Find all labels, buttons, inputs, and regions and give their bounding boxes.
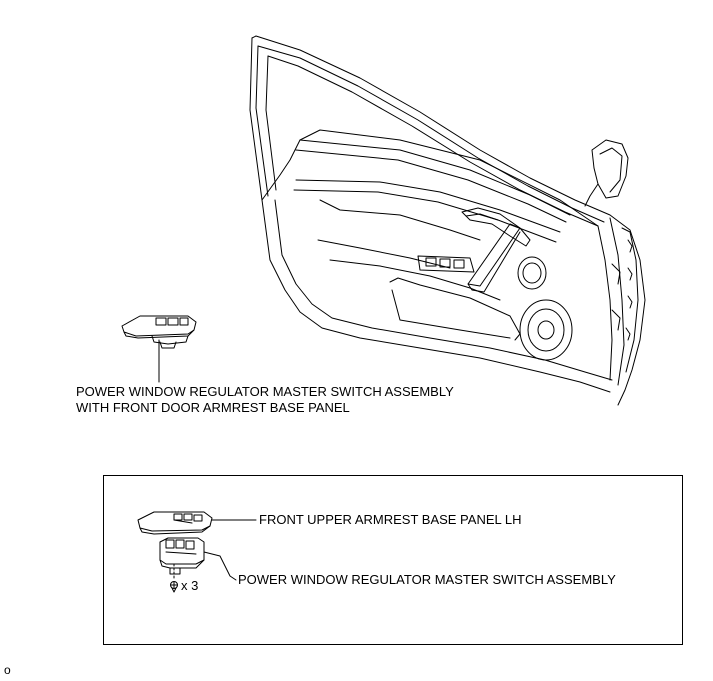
- door-edge-trim: [611, 227, 639, 373]
- screw-quantity-label: x 3: [181, 578, 199, 593]
- screw-icon: [170, 581, 178, 593]
- master-switch-label: POWER WINDOW REGULATOR MASTER SWITCH ASS…: [238, 572, 616, 587]
- main-callout-line2: WITH FRONT DOOR ARMREST BASE PANEL: [76, 400, 350, 415]
- upper-panel-label: FRONT UPPER ARMREST BASE PANEL LH: [259, 512, 522, 527]
- armrest-base-panel-part: [121, 315, 197, 349]
- detail-inset-box: FRONT UPPER ARMREST BASE PANEL LH POWER …: [103, 475, 683, 645]
- side-mirror: [584, 139, 629, 207]
- corner-mark: o: [4, 663, 11, 677]
- door-speaker: [519, 299, 573, 361]
- detail-exploded-view: [137, 511, 257, 593]
- armrest-pull-handle: [467, 223, 521, 293]
- inside-door-handle: [461, 207, 531, 247]
- switch-leader: [203, 551, 237, 581]
- main-callout-label: POWER WINDOW REGULATOR MASTER SWITCH ASS…: [76, 384, 454, 416]
- upper-armrest-panel-drawing: [137, 511, 213, 535]
- door-switch-area: [417, 255, 475, 273]
- door-window-frame: [249, 35, 646, 406]
- tweeter-speaker: [517, 256, 547, 290]
- master-switch-drawing: [159, 537, 205, 575]
- door-panel-body: [261, 129, 625, 393]
- main-callout-line1: POWER WINDOW REGULATOR MASTER SWITCH ASS…: [76, 384, 454, 399]
